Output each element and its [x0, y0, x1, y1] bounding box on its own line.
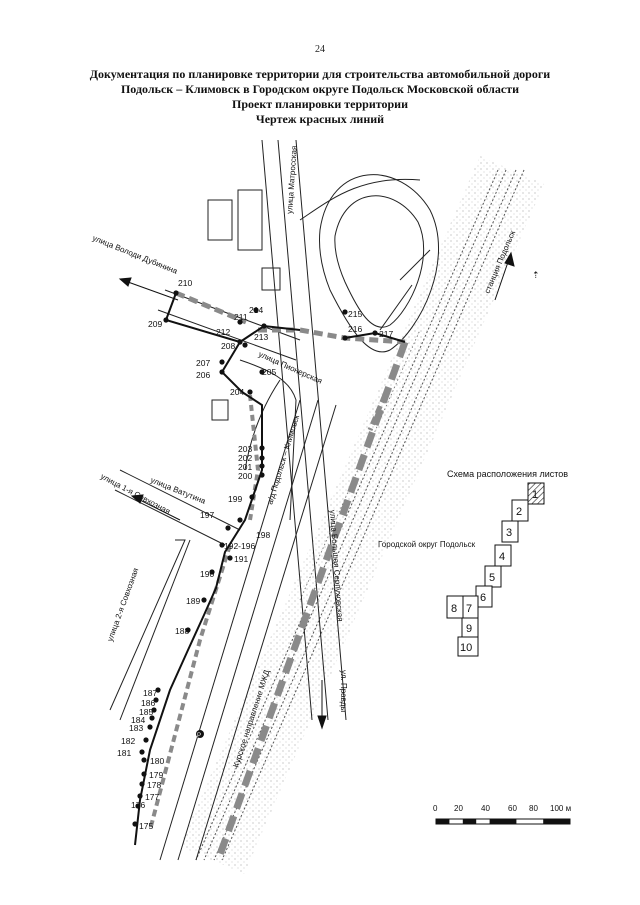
sheet-4-label: 4 [499, 551, 505, 563]
sheet-3-frame [501, 520, 519, 543]
pt-176: 176 [131, 800, 145, 810]
label-district: Городской округ Подольск [378, 540, 476, 549]
pt-177: 177 [145, 792, 159, 802]
header-line-1: Документация по планировке территории дл… [89, 67, 551, 81]
pt-189: 189 [186, 596, 200, 606]
pt-200: 200 [238, 471, 252, 481]
scale-tick-20: 20 [454, 804, 463, 813]
sheet-3-label: 3 [506, 527, 512, 539]
header-line-2: Подольск – Климовск в Городском округе П… [120, 82, 520, 96]
point-markers [132, 290, 378, 827]
sheet-scheme-title: Схема расположения листов [447, 469, 568, 479]
sheet-layout-scheme: Схема расположения листов 1 2 3 4 5 6 7 … [446, 469, 568, 657]
pt-210: 210 [178, 278, 192, 288]
pt-211: 211 [234, 312, 248, 322]
pt-182: 182 [121, 736, 135, 746]
pt-175: 175 [139, 821, 153, 831]
pt-206: 206 [196, 370, 210, 380]
pt-216: 216 [348, 324, 362, 334]
pt-203: 203 [238, 444, 252, 454]
label-podolsk-klimovsk: а/д Подольск – Климовск [265, 413, 301, 505]
pt-208: 208 [221, 341, 235, 351]
label-matrosskaya: улица Матросская [285, 145, 299, 214]
label-to-pravdy: ул. Правды [339, 670, 348, 712]
sheet-6-label: 6 [480, 592, 486, 604]
scale-tick-100: 100 м [550, 804, 571, 813]
sheet-5-label: 5 [489, 572, 495, 584]
arrow-volodi-dubinina-icon [118, 277, 132, 287]
pt-201: 201 [238, 462, 252, 472]
page-number: 24 [315, 44, 325, 55]
scale-tick-80: 80 [529, 804, 538, 813]
pt-197: 197 [200, 510, 214, 520]
arrow-station-icon [504, 251, 515, 267]
railway-corridor [179, 156, 545, 874]
label-volodi-dubinina: улица Володи Дубинина [91, 234, 179, 277]
pt-212: 212 [216, 327, 230, 337]
pt-178: 178 [147, 780, 161, 790]
direction-arrows [118, 251, 515, 730]
pt-183: 183 [129, 723, 143, 733]
sheet-1-label: 1 [532, 489, 538, 501]
pt-191: 191 [234, 554, 248, 564]
red-lines [148, 290, 409, 862]
document-header: Документация по планировке территории дл… [0, 67, 640, 127]
parking-symbol-icon [196, 730, 204, 738]
pt-204: 204 [230, 387, 244, 397]
pt-186: 186 [141, 698, 155, 708]
sheet-5-frame [484, 565, 502, 588]
pt-215: 215 [348, 309, 362, 319]
header-line-4: Чертеж красных линий [255, 112, 385, 126]
sheet-1-frame [527, 482, 545, 505]
pt-188: 188 [175, 626, 189, 636]
sheet-7-label: 7 [466, 603, 472, 615]
arrow-pravdy-icon [317, 715, 327, 730]
sheet-4-frame [494, 544, 512, 567]
pt-180: 180 [150, 756, 164, 766]
pt-209: 209 [148, 319, 162, 329]
scale-tick-40: 40 [481, 804, 490, 813]
pt-192-196: 192-196 [224, 541, 255, 551]
sheet-2-label: 2 [516, 506, 522, 518]
pt-179: 179 [149, 770, 163, 780]
scale-tick-0: 0 [433, 804, 438, 813]
pt-198: 198 [256, 530, 270, 540]
pt-214: 214 [249, 305, 263, 315]
sheet-8-frame [446, 595, 464, 619]
pt-187: 187 [143, 688, 157, 698]
sheet-9-label: 9 [466, 623, 472, 635]
pt-185: 185 [139, 707, 153, 717]
pt-199: 199 [228, 494, 242, 504]
label-sovkhoznaya-2: улица 2-я Совхозная [105, 567, 140, 643]
pt-213: 213 [254, 332, 268, 342]
header-line-3: Проект планировки территории [231, 97, 409, 111]
map-symbols: P ⇡ [196, 270, 540, 739]
point-labels: 210 209 211 212 213 214 208 207 206 205 … [117, 278, 393, 831]
pt-181: 181 [117, 748, 131, 758]
parking-symbol-glyph: P [197, 733, 201, 739]
arrow-vatutina-icon [130, 494, 144, 504]
sheet-10-frame [457, 636, 479, 657]
scale-bar: 0 20 40 60 80 100 м [433, 804, 571, 825]
pt-184: 184 [131, 715, 145, 725]
pt-202: 202 [238, 453, 252, 463]
pt-217: 217 [379, 329, 393, 339]
sheet-10-label: 10 [460, 642, 472, 654]
pt-190: 190 [200, 569, 214, 579]
sheet-2-frame [511, 499, 529, 522]
pt-205: 205 [262, 367, 276, 377]
north-arrow-icon: ⇡ [532, 270, 540, 280]
sheet-8-label: 8 [451, 603, 457, 615]
pt-207: 207 [196, 358, 210, 368]
scale-tick-60: 60 [508, 804, 517, 813]
